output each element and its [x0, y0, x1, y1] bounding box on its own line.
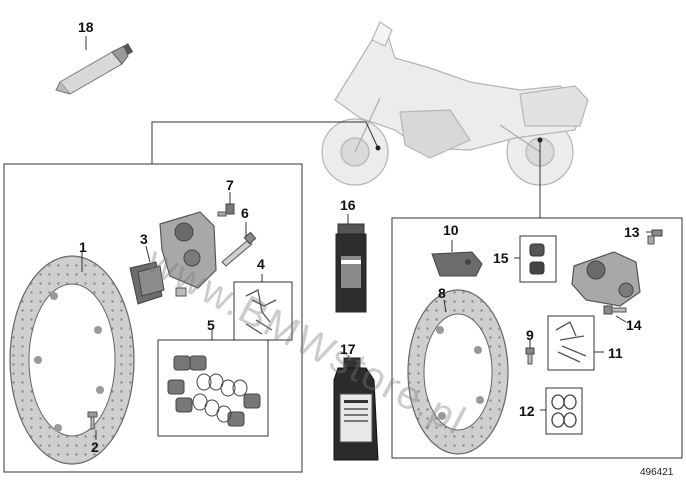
rear-spring-kit: [555, 321, 587, 363]
spring-kit-box[interactable]: [233, 281, 293, 341]
rear-disc-screw[interactable]: [525, 347, 535, 365]
leader-17: [347, 355, 353, 365]
rear-brake-disc[interactable]: [407, 289, 509, 455]
callout-6[interactable]: 6: [241, 205, 249, 221]
spring-kit: [245, 289, 277, 335]
bleed-screw[interactable]: [217, 203, 235, 217]
callout-12[interactable]: 12: [519, 403, 535, 419]
caliper-pin[interactable]: [221, 231, 257, 267]
callout-3[interactable]: 3: [140, 231, 148, 247]
callout-18[interactable]: 18: [78, 19, 94, 35]
callout-5[interactable]: 5: [207, 317, 215, 333]
rear-seal-kit-box[interactable]: [545, 387, 583, 435]
callout-17[interactable]: 17: [340, 341, 356, 357]
callout-15[interactable]: 15: [493, 250, 509, 266]
leader-14: [615, 315, 627, 323]
leader-3: [145, 245, 151, 263]
callout-7[interactable]: 7: [226, 177, 234, 193]
leader-8: [443, 299, 447, 313]
screw-kit: [529, 243, 545, 275]
callout-16[interactable]: 16: [340, 197, 356, 213]
front-brake-pads[interactable]: [129, 261, 165, 305]
callout-4[interactable]: 4: [257, 256, 265, 272]
rear-bleed-screw[interactable]: [647, 229, 663, 245]
callout-10[interactable]: 10: [443, 222, 459, 238]
callout-9[interactable]: 9: [526, 327, 534, 343]
diagram-reference-number: 496421: [640, 467, 674, 478]
front-brake-disc[interactable]: [9, 255, 135, 465]
disc-bolt[interactable]: [87, 411, 98, 430]
front-brake-caliper[interactable]: [159, 211, 217, 297]
callout-14[interactable]: 14: [626, 317, 642, 333]
rear-seal-kit: [551, 394, 577, 428]
callout-8[interactable]: 8: [438, 285, 446, 301]
screw-kit-box[interactable]: [519, 235, 557, 283]
rear-brake-group-box: [391, 217, 683, 459]
grease-tube[interactable]: [55, 43, 134, 95]
callout-13[interactable]: 13: [624, 224, 640, 240]
callout-2[interactable]: 2: [91, 439, 99, 455]
callout-11[interactable]: 11: [608, 345, 623, 361]
front-connector-line: [151, 121, 379, 164]
rear-wheel-marker: [537, 137, 543, 143]
rear-brake-pads[interactable]: [431, 251, 483, 277]
rear-brake-caliper[interactable]: [571, 251, 641, 307]
motorcycle-illustration: [321, 21, 589, 186]
seal-kit: [167, 355, 261, 427]
brake-fluid-bottle[interactable]: [333, 357, 379, 461]
front-wheel-marker: [375, 145, 381, 151]
front-brake-group-box: [3, 163, 303, 473]
spray-can[interactable]: [335, 223, 367, 313]
callout-1[interactable]: 1: [79, 239, 87, 255]
rear-caliper-pin[interactable]: [603, 305, 627, 315]
